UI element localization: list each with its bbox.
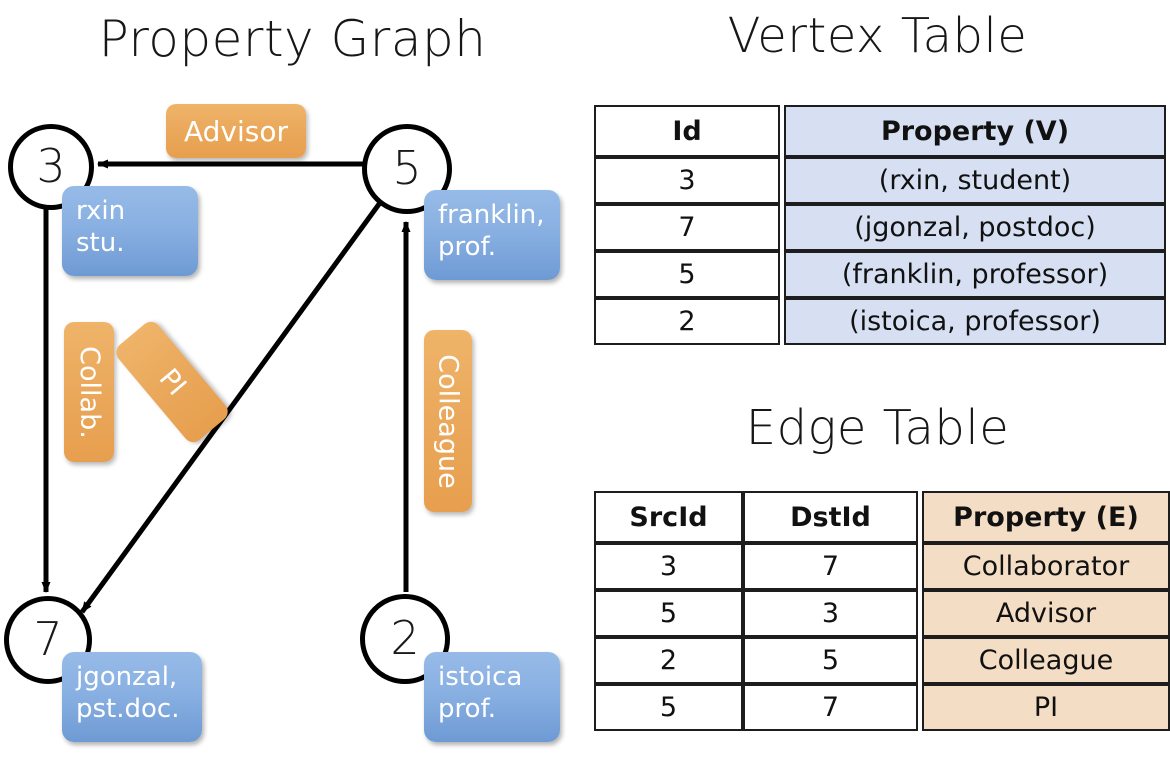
node-2-property-box: istoica prof. — [424, 652, 560, 742]
edge-table-header-srcid: SrcId — [594, 491, 743, 543]
edge-table-column-gap — [918, 491, 922, 543]
page-title-edge-table: Edge Table — [745, 400, 1010, 456]
edge-label-colleague-text: Colleague — [432, 353, 464, 489]
edge-table-header-row: SrcId DstId Property (E) — [594, 491, 1170, 543]
graph-node-5[interactable]: 5 — [362, 124, 452, 214]
edge-label-collab: Collab. — [64, 322, 114, 462]
graph-node-5-id: 5 — [392, 141, 422, 195]
node-5-property-box: franklin, prof. — [424, 190, 560, 280]
node-7-property-box: jgonzal, pst.doc. — [62, 652, 202, 742]
node-3-property-box: rxin stu. — [62, 186, 198, 276]
edge-table-column-gap — [918, 684, 922, 731]
vertex-cell-property: (franklin, professor) — [784, 251, 1166, 298]
vertex-table-column-gap — [780, 251, 784, 298]
edge-cell-dstid: 7 — [743, 543, 918, 590]
node-2-property-line-1: istoica — [438, 662, 523, 692]
table-row[interactable]: 5 7 PI — [594, 684, 1170, 731]
table-row[interactable]: 5 (franklin, professor) — [594, 251, 1166, 298]
vertex-table-column-gap — [780, 298, 784, 345]
page-title-vertex-table: Vertex Table — [727, 8, 1028, 64]
vertex-table-header-row: Id Property (V) — [594, 105, 1166, 157]
edge-cell-dstid: 3 — [743, 590, 918, 637]
vertex-table: Id Property (V) 3 (rxin, student) 7 (jgo… — [594, 105, 1166, 345]
vertex-table-header-id: Id — [594, 105, 780, 157]
vertex-cell-id: 7 — [594, 204, 780, 251]
edge-table-column-gap — [918, 590, 922, 637]
page-title-property-graph: Property Graph — [98, 10, 487, 68]
edge-cell-srcid: 2 — [594, 637, 743, 684]
vertex-table-column-gap — [780, 157, 784, 204]
vertex-cell-id: 2 — [594, 298, 780, 345]
edge-5-to-7-pi — [79, 198, 385, 614]
graph-node-2[interactable]: 2 — [360, 594, 450, 684]
edge-cell-property: PI — [922, 684, 1170, 731]
edge-table-column-gap — [918, 637, 922, 684]
edge-cell-srcid: 5 — [594, 684, 743, 731]
edge-label-colleague: Colleague — [424, 330, 472, 512]
edge-cell-dstid: 7 — [743, 684, 918, 731]
edge-table-column-gap — [918, 543, 922, 590]
edge-cell-property: Advisor — [922, 590, 1170, 637]
graph-node-7-id: 7 — [33, 612, 63, 666]
edge-table-header-dstid: DstId — [743, 491, 918, 543]
vertex-table-column-gap — [780, 105, 784, 157]
edge-label-advisor: Advisor — [166, 104, 306, 158]
node-5-property-line-2: prof. — [438, 231, 497, 262]
edge-cell-srcid: 5 — [594, 590, 743, 637]
edge-table: SrcId DstId Property (E) 3 7 Collaborato… — [594, 491, 1170, 731]
edge-label-collab-text: Collab. — [73, 345, 105, 439]
vertex-cell-id: 5 — [594, 251, 780, 298]
vertex-cell-property: (jgonzal, postdoc) — [784, 204, 1166, 251]
graph-edges-layer — [41, 159, 411, 614]
table-row[interactable]: 5 3 Advisor — [594, 590, 1170, 637]
vertex-cell-property: (istoica, professor) — [784, 298, 1166, 345]
node-7-property-line-1: jgonzal, — [76, 662, 178, 692]
table-row[interactable]: 3 7 Collaborator — [594, 543, 1170, 590]
edge-cell-srcid: 3 — [594, 543, 743, 590]
vertex-table-column-gap — [780, 204, 784, 251]
graph-node-3-id: 3 — [36, 139, 66, 193]
edge-cell-property: Colleague — [922, 637, 1170, 684]
table-row[interactable]: 7 (jgonzal, postdoc) — [594, 204, 1166, 251]
node-7-property-line-2: pst.doc. — [76, 693, 180, 724]
table-row[interactable]: 3 (rxin, student) — [594, 157, 1166, 204]
edge-cell-property: Collaborator — [922, 543, 1170, 590]
table-row[interactable]: 2 5 Colleague — [594, 637, 1170, 684]
edge-label-pi-text: PI — [152, 362, 192, 402]
node-2-property-line-2: prof. — [438, 693, 497, 724]
edge-label-advisor-text: Advisor — [183, 114, 288, 148]
node-3-property-line-1: rxin — [76, 196, 126, 226]
table-row[interactable]: 2 (istoica, professor) — [594, 298, 1166, 345]
edge-table-header-property: Property (E) — [922, 491, 1170, 543]
vertex-table-header-property: Property (V) — [784, 105, 1166, 157]
vertex-cell-id: 3 — [594, 157, 780, 204]
vertex-cell-property: (rxin, student) — [784, 157, 1166, 204]
node-5-property-line-1: franklin, — [438, 200, 545, 230]
edge-cell-dstid: 5 — [743, 637, 918, 684]
property-graph-diagram: 3 5 7 2 rxin stu. franklin, prof. jgonza… — [4, 104, 560, 742]
graph-node-2-id: 2 — [390, 611, 420, 665]
node-3-property-line-2: stu. — [76, 227, 125, 258]
